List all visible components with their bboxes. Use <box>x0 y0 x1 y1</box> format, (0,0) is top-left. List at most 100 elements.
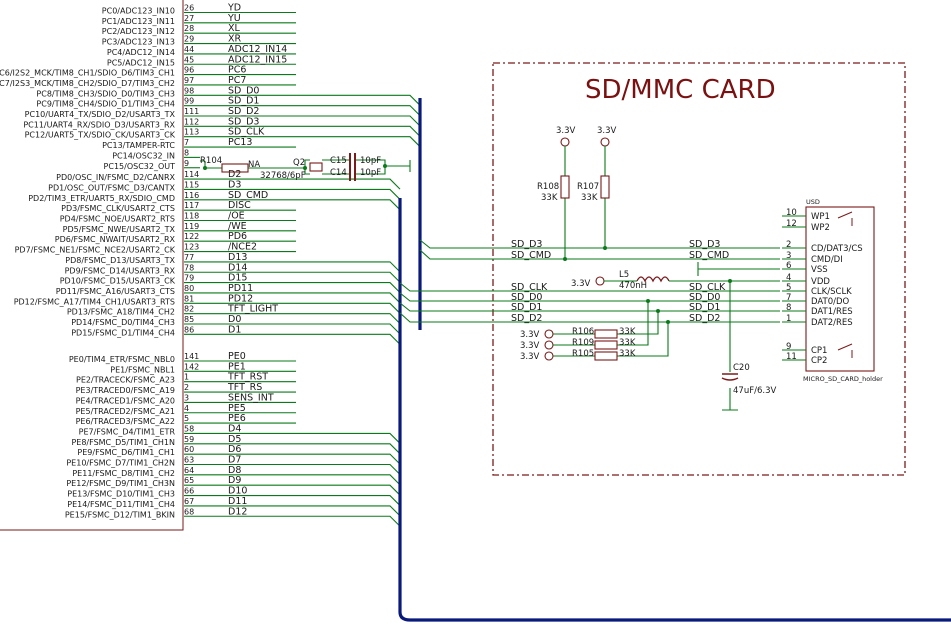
mcu-net-label: D3 <box>228 179 241 190</box>
mcu-pin-function: PE13/FSMC_D10/TIM1_CH3 <box>67 490 175 499</box>
mcu-pin-function: PE10/FSMC_D7/TIM1_CH2N <box>66 459 175 468</box>
sd-holder-pin-number: 7 <box>786 293 791 303</box>
mcu-pin-wire <box>184 505 401 517</box>
sd-holder-pin-name: VDD <box>811 277 830 287</box>
sd-holder-pin-number: 12 <box>786 219 797 229</box>
mcu-net-label: TFT_RS <box>227 382 262 393</box>
mcu-pin-wire <box>184 463 401 475</box>
mcu-pin-wire <box>184 302 401 314</box>
mcu-net-label: D9 <box>228 475 241 486</box>
sd-holder-pin-number: 3 <box>786 251 791 261</box>
sd-net-label-right: SD_D0 <box>689 292 720 303</box>
mcu-net-label: /OE <box>228 211 245 222</box>
sd-net-label-left: SD_D0 <box>511 292 542 303</box>
mcu-pin-number: 116 <box>184 191 199 200</box>
mcu-pin-number: 68 <box>184 507 194 516</box>
mcu-net-label: PD6 <box>228 231 247 242</box>
mcu-pin-function: PC11/UART4_RX/SDIO_D3/USART3_RX <box>23 120 175 129</box>
mcu-pin-wire <box>184 484 401 496</box>
mcu-net-label: PC6 <box>228 65 246 76</box>
mcu-net-label: SD_CMD <box>228 190 268 201</box>
mcu-pin-function: PC8/TIM8_CH3/SDIO_D0/TIM3_CH3 <box>36 89 175 98</box>
c20-value: 47uF/6.3V <box>733 386 776 396</box>
c15-value: 10pF <box>360 156 381 166</box>
c14-ref: C14 <box>330 168 347 178</box>
pullup-value: 33K <box>619 349 636 359</box>
sd-holder-pin-name: CP2 <box>811 356 827 366</box>
mcu-net-label: D12 <box>228 506 247 517</box>
mcu-pin-function: PC1/ADC123_IN11 <box>102 17 175 26</box>
mcu-pin-number: 111 <box>184 107 199 116</box>
mcu-net-label: /WE <box>228 221 247 232</box>
mcu-net-label: D2 <box>228 169 241 180</box>
mcu-pin-number: 82 <box>184 305 194 314</box>
mcu-pin-number: 8 <box>184 148 189 157</box>
mcu-pin-number: 66 <box>184 487 194 496</box>
mcu-net-label: D5 <box>228 434 241 445</box>
pullup-value: 33K <box>619 327 636 337</box>
pullup-ref: R109 <box>572 338 594 348</box>
oscillator-circuit: R104 NA Q2 32768/6pF C15 10pF C14 10pF <box>200 153 411 181</box>
pullup-ref: R105 <box>572 349 594 359</box>
mcu-pin-wire <box>184 453 401 465</box>
mcu-pin-wire <box>184 199 401 211</box>
sd-net-label-left: SD_D3 <box>511 239 542 250</box>
mcu-net-label: TFT_LIGHT <box>227 304 278 315</box>
mcu-pin-function: PC10/UART4_TX/SDIO_D2/USART3_TX <box>25 110 176 119</box>
mcu-pin-number: 96 <box>184 66 194 75</box>
sd-holder-pin-number: 4 <box>786 273 791 283</box>
mcu-pin-function: PD0/OSC_IN/FSMC_D2/CANRX <box>56 173 175 182</box>
mcu-pin-function: PE15/FSMC_D12/TIM1_BKIN <box>65 510 175 519</box>
mcu-pin-wire <box>184 323 401 335</box>
mcu-pin-wire <box>184 282 401 293</box>
sd-holder-pin-number: 2 <box>786 240 791 250</box>
mcu-pin-function: PC15/OSC32_OUT <box>104 162 176 171</box>
vcc-label-2: 3.3V <box>597 126 617 136</box>
mcu-net-label: PD12 <box>228 293 253 304</box>
mcu-pin-function: PE2/TRACECK/FSMC_A23 <box>76 376 175 385</box>
pullup-ref: R106 <box>572 327 594 337</box>
mcu-net-label: ADC12_IN14 <box>228 44 287 55</box>
mcu-pin-number: 86 <box>184 325 194 334</box>
mcu-pin-function: PD9/FSMC_D14/USART3_RX <box>65 266 176 275</box>
mcu-pin-function: PE0/TIM4_ETR/FSMC_NBL0 <box>69 355 175 364</box>
c20-ref: C20 <box>733 363 750 373</box>
mcu-pin-number: 77 <box>184 253 194 262</box>
mcu-pin-wire <box>184 178 401 190</box>
mcu-pin-number: 63 <box>184 456 194 465</box>
mcu-pin-number: 85 <box>184 315 194 324</box>
mcu-net-label: SD_D1 <box>228 96 259 107</box>
mcu-net-label: D14 <box>228 262 247 273</box>
data-bus <box>398 198 951 622</box>
mcu-pin-function: PE8/FSMC_D5/TIM1_CH1N <box>71 438 175 447</box>
mcu-net-label: D11 <box>228 496 247 507</box>
vcc-label-1: 3.3V <box>556 126 576 136</box>
mcu-pin-wire <box>184 313 401 325</box>
l5-supply: 3.3V <box>571 279 591 289</box>
mcu-pin-number: 142 <box>184 362 199 371</box>
r108-ref: R108 <box>537 182 559 192</box>
mcu-pin-number: 112 <box>184 117 199 126</box>
mcu-net-label: PE6 <box>228 413 246 424</box>
